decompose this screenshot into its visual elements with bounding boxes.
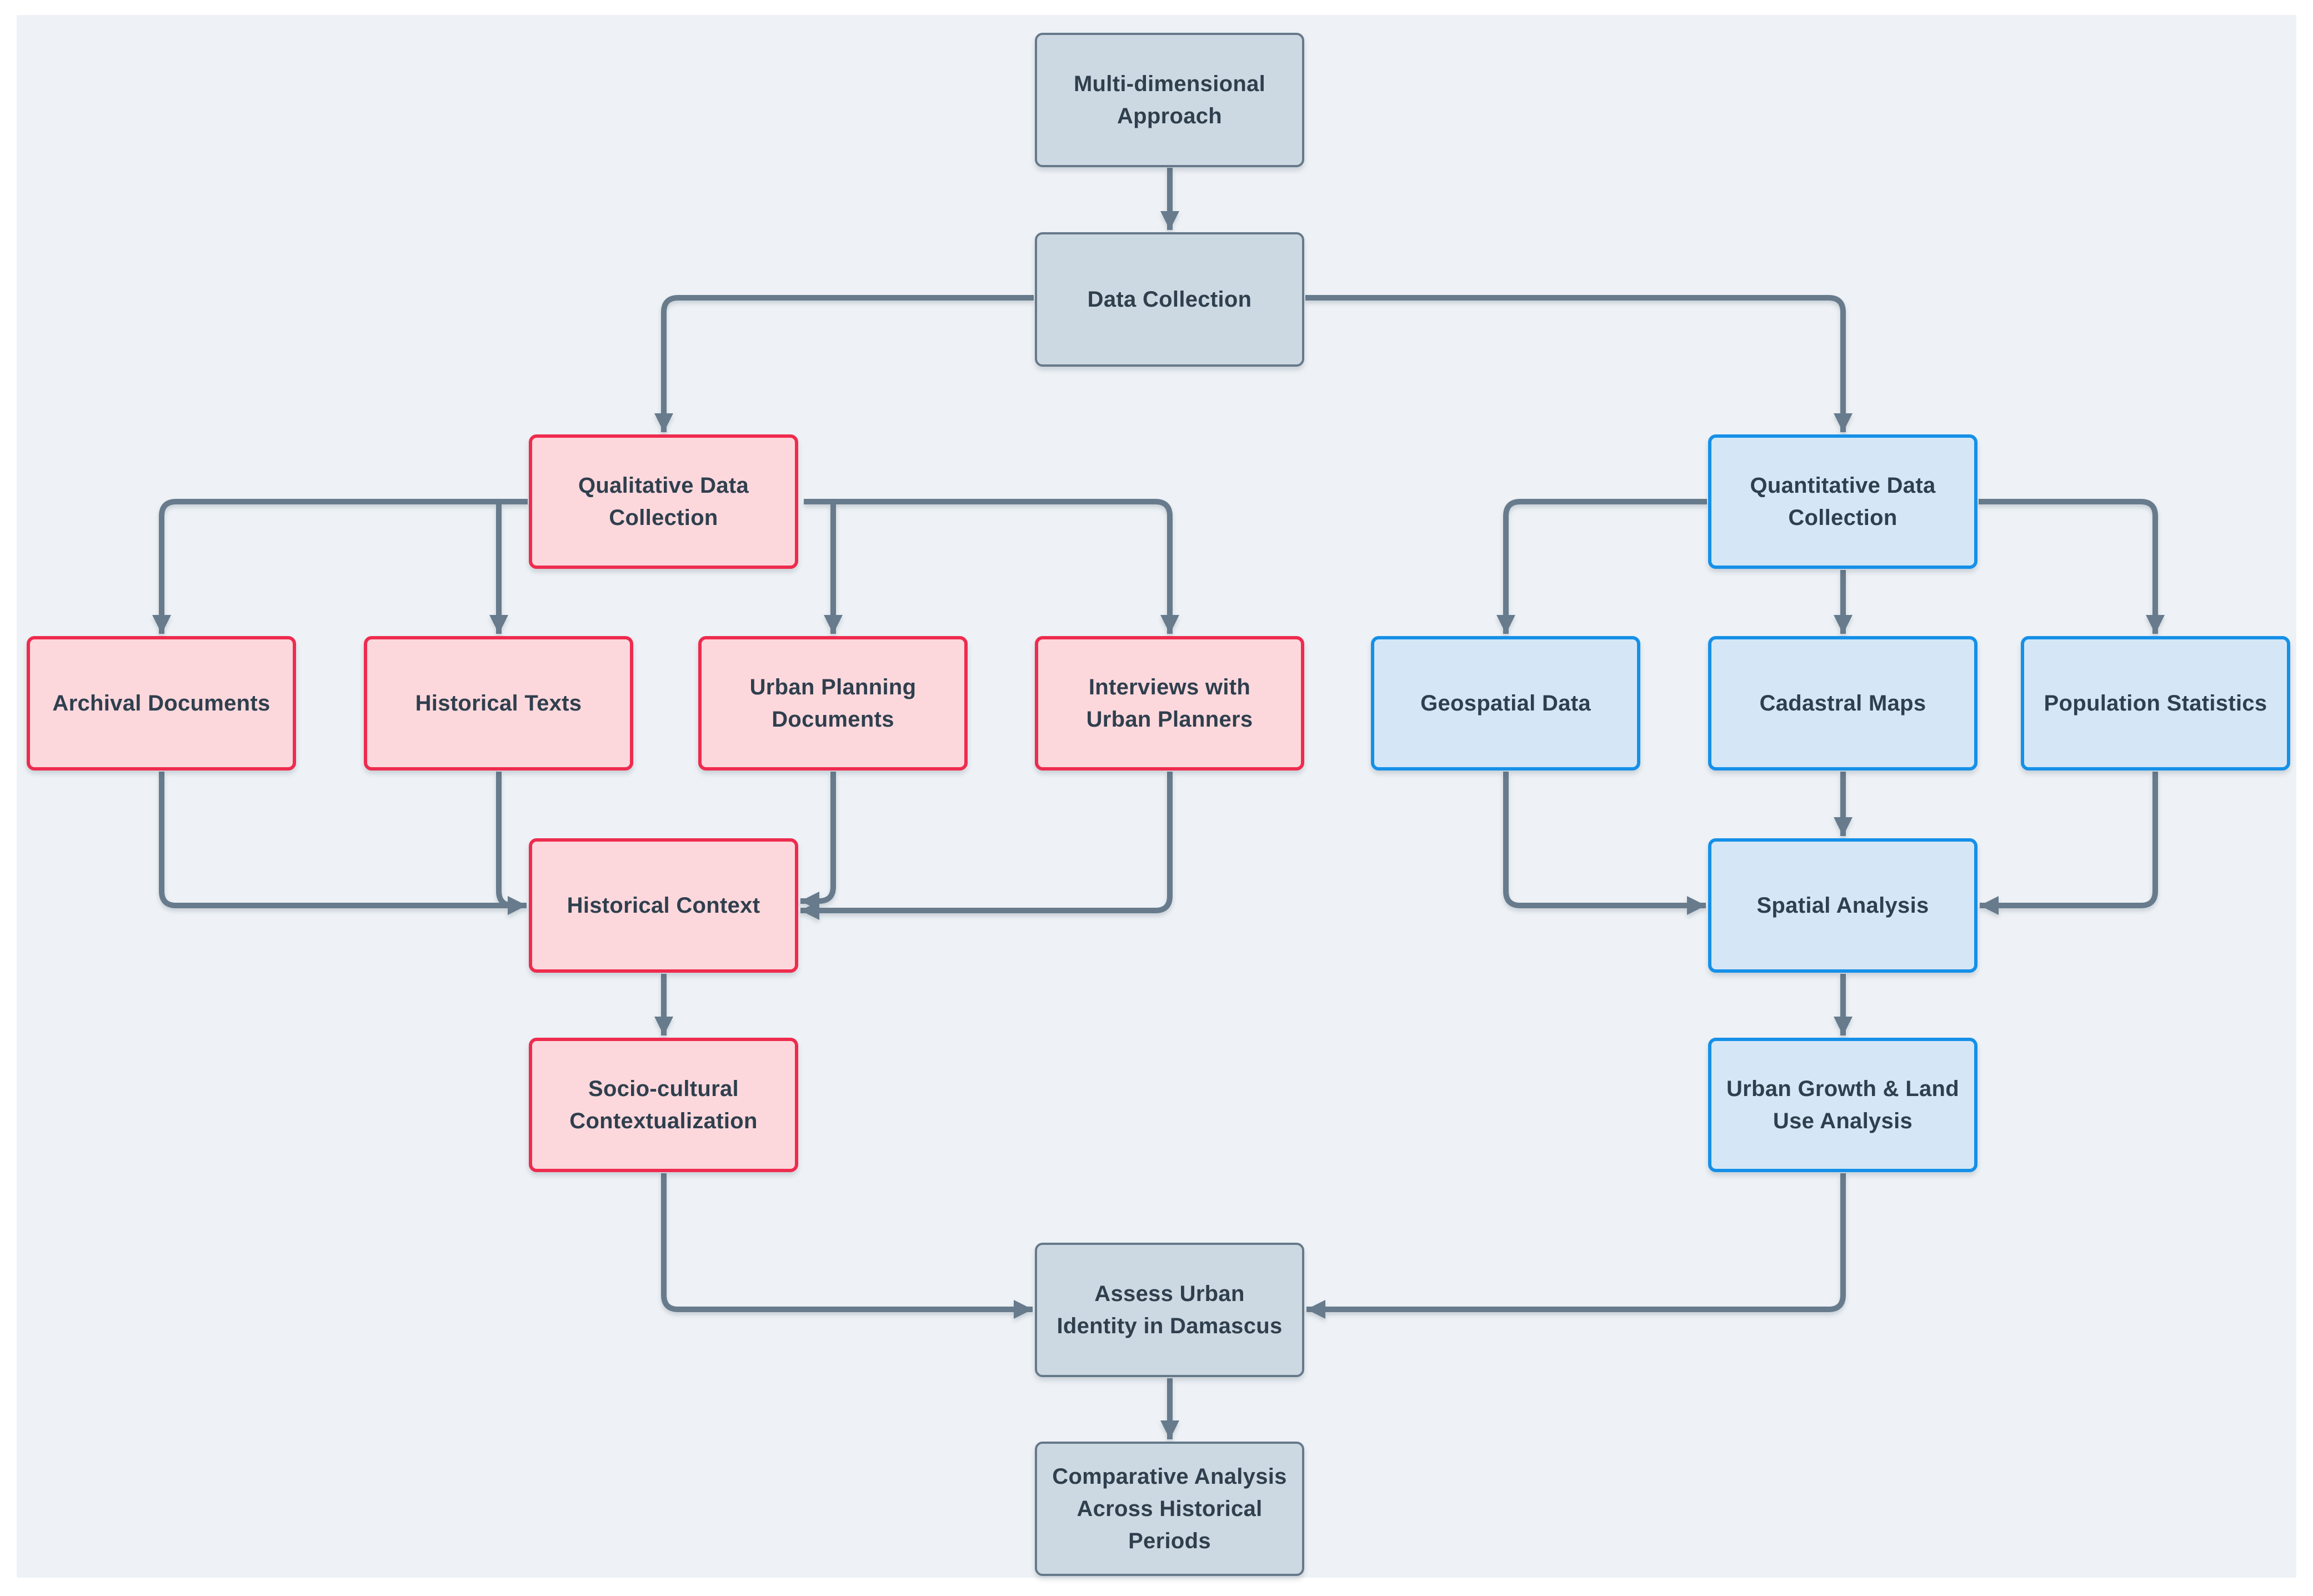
node-quantitative-data-collection: Quantitative Data Collection — [1708, 434, 1977, 569]
node-label: Assess Urban Identity in Damascus — [1057, 1282, 1283, 1338]
edge-quantitative-to-geospatial-arrow — [1496, 499, 1707, 634]
edge-qualitative-to-archival-arrow — [152, 499, 528, 634]
edge-data-to-qualitative-arrow — [654, 295, 1034, 432]
node-label: Quantitative Data Collection — [1750, 473, 1936, 530]
node-archival-documents: Archival Documents — [27, 636, 296, 771]
node-label: Urban Planning Documents — [749, 675, 917, 732]
node-label: Population Statistics — [2044, 691, 2267, 716]
node-historical-texts: Historical Texts — [364, 636, 633, 771]
node-data-collection: Data Collection — [1035, 232, 1304, 367]
node-urban-planning-documents: Urban Planning Documents — [698, 636, 968, 771]
node-assess-urban-identity-in-damascus: Assess Urban Identity in Damascus — [1035, 1243, 1304, 1377]
edge-qualitative-to-interviews-arrow — [804, 499, 1180, 634]
node-multi-dimensional-approach: Multi-dimensional Approach — [1035, 33, 1304, 167]
node-label: Comparative Analysis Across Historical P… — [1052, 1464, 1287, 1553]
node-cadastral-maps: Cadastral Maps — [1708, 636, 1977, 771]
node-urban-growth-land-use-analysis: Urban Growth & Land Use Analysis — [1708, 1038, 1977, 1172]
edge-urban-growth-to-assess-arrow — [1306, 1173, 1846, 1319]
edge-population-to-spatial-arrow — [1980, 772, 2158, 915]
edge-historical-texts-to-historical-context-arrow — [496, 772, 527, 915]
node-comparative-analysis-across-historical-periods: Comparative Analysis Across Historical P… — [1035, 1442, 1304, 1576]
edge-interviews-to-historical-context-arrow — [800, 772, 1173, 920]
edge-geospatial-to-spatial-arrow — [1503, 772, 1706, 915]
node-label: Multi-dimensional Approach — [1073, 72, 1266, 128]
node-label: Spatial Analysis — [1756, 893, 1929, 918]
node-label: Historical Context — [567, 893, 760, 918]
edge-archival-to-historical-context-arrow — [159, 772, 527, 915]
node-label: Cadastral Maps — [1759, 691, 1926, 716]
edge-urban-planning-to-historical-context-arrow — [800, 772, 836, 911]
edge-socio-to-assess-arrow — [661, 1173, 1033, 1319]
node-historical-context: Historical Context — [529, 838, 798, 973]
node-socio-cultural-contextualization: Socio-cultural Contextualization — [529, 1038, 798, 1172]
node-label: Historical Texts — [415, 691, 582, 716]
node-geospatial-data: Geospatial Data — [1371, 636, 1640, 771]
node-spatial-analysis: Spatial Analysis — [1708, 838, 1977, 973]
node-label: Qualitative Data Collection — [578, 473, 749, 530]
node-label: Urban Growth & Land Use Analysis — [1726, 1077, 1960, 1133]
node-label: Socio-cultural Contextualization — [569, 1077, 758, 1133]
node-label: Geospatial Data — [1420, 691, 1591, 716]
node-qualitative-data-collection: Qualitative Data Collection — [529, 434, 798, 569]
node-label: Archival Documents — [52, 691, 271, 716]
node-label: Interviews with Urban Planners — [1086, 675, 1253, 732]
edge-data-to-quantitative-arrow — [1305, 295, 1853, 432]
node-interviews-with-urban-planners: Interviews with Urban Planners — [1035, 636, 1304, 771]
node-label: Data Collection — [1087, 287, 1252, 312]
node-population-statistics: Population Statistics — [2021, 636, 2290, 771]
edge-quantitative-to-population-arrow — [1979, 499, 2165, 634]
